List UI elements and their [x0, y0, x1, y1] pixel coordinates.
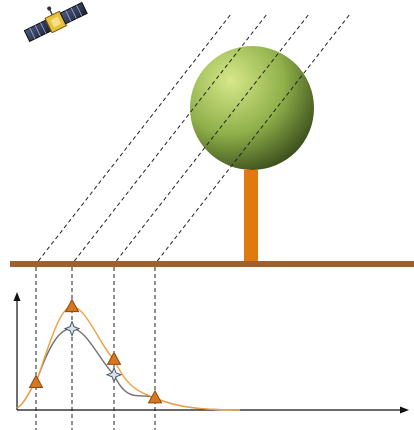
triangle-marker-icon	[64, 298, 80, 313]
ground-line	[10, 261, 414, 267]
tree-canopy	[190, 46, 314, 170]
waveform-axes	[13, 292, 409, 414]
lidar-beam-4	[154, 14, 350, 265]
star-marker-icon	[63, 320, 81, 337]
waveform-projection-lines	[35, 267, 156, 430]
waveform-curve-orange	[16, 305, 241, 411]
star-marker-icon	[105, 366, 123, 384]
tree-icon	[190, 46, 314, 266]
lidar-beam-2	[71, 14, 267, 265]
waveform-markers	[28, 298, 163, 404]
lidar-beam-3	[113, 14, 309, 265]
triangle-marker-icon	[28, 374, 44, 388]
tree-trunk	[244, 170, 258, 266]
lidar-beam-1	[35, 14, 231, 265]
lidar-beams	[35, 14, 350, 265]
satellite-icon	[23, 1, 88, 43]
x-axis-arrow	[400, 406, 409, 414]
triangle-marker-icon	[147, 389, 163, 404]
y-axis-arrow	[13, 292, 21, 301]
triangle-marker-icon	[106, 351, 122, 365]
